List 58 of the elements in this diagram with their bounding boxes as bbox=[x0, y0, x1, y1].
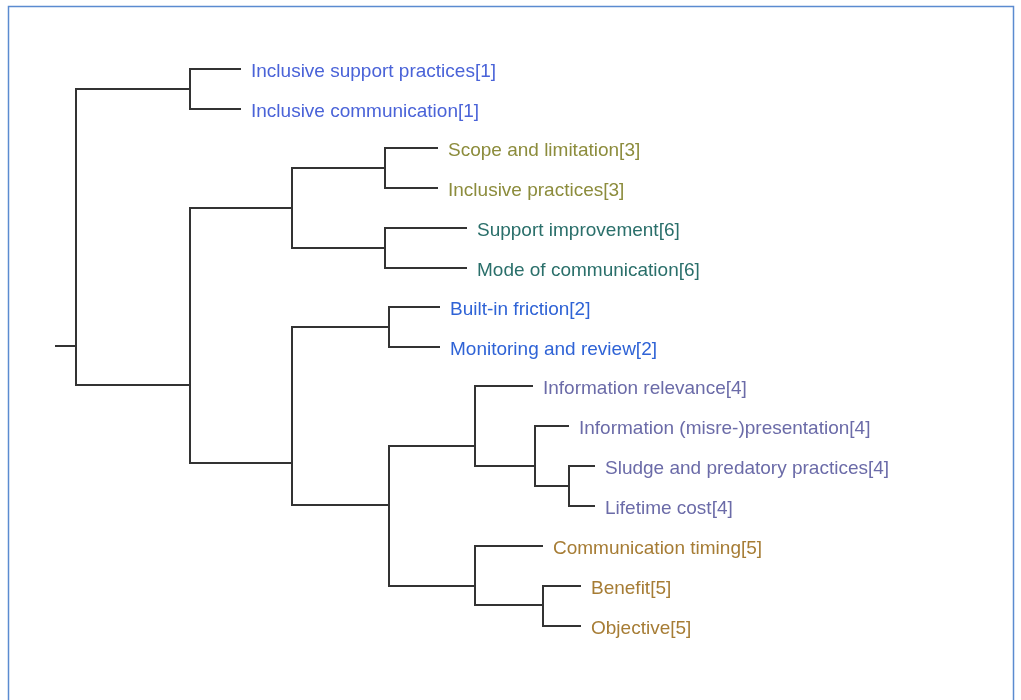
leaf-label: Scope and limitation[3] bbox=[438, 139, 641, 161]
tree-branch-line bbox=[474, 545, 544, 547]
tree-branch-line bbox=[568, 465, 596, 467]
tree-branch-line bbox=[534, 425, 570, 427]
tree-junction-line bbox=[291, 326, 293, 506]
tree-branch-line bbox=[388, 445, 475, 447]
tree-branch-line bbox=[474, 465, 535, 467]
tree-branch-line bbox=[54, 345, 76, 347]
tree-junction-line bbox=[474, 545, 476, 606]
tree-branch-line bbox=[474, 385, 534, 387]
tree-branch-line bbox=[542, 625, 582, 627]
tree-branch-line bbox=[75, 384, 190, 386]
tree-branch-line bbox=[189, 68, 242, 70]
leaf-label: Information (misre-)presentation[4] bbox=[569, 417, 871, 439]
tree-junction-line bbox=[189, 68, 191, 110]
tree-junction-line bbox=[534, 425, 536, 487]
tree-junction-line bbox=[388, 445, 390, 587]
tree-junction-line bbox=[384, 147, 386, 189]
tree-branch-line bbox=[474, 604, 543, 606]
leaf-label: Support improvement[6] bbox=[467, 219, 680, 241]
tree-branch-line bbox=[189, 108, 242, 110]
tree-branch-line bbox=[568, 505, 596, 507]
tree-junction-line bbox=[542, 585, 544, 627]
tree-branch-line bbox=[542, 585, 582, 587]
tree-junction-line bbox=[384, 227, 386, 269]
tree-branch-line bbox=[388, 585, 475, 587]
leaf-label: Built-in friction[2] bbox=[440, 298, 591, 320]
tree-branch-line bbox=[384, 227, 468, 229]
tree-branch-line bbox=[388, 346, 441, 348]
tree-branch-line bbox=[291, 326, 389, 328]
tree-junction-line bbox=[75, 88, 77, 386]
leaf-label: Inclusive communication[1] bbox=[241, 100, 480, 122]
leaf-label: Information relevance[4] bbox=[533, 377, 747, 399]
leaf-label: Benefit[5] bbox=[581, 577, 672, 599]
tree-branch-line bbox=[384, 147, 439, 149]
leaf-label: Inclusive support practices[1] bbox=[241, 60, 496, 82]
tree-branch-line bbox=[291, 504, 389, 506]
tree-branch-line bbox=[189, 462, 292, 464]
tree-branch-line bbox=[291, 167, 385, 169]
tree-branch-line bbox=[384, 187, 439, 189]
tree-branch-line bbox=[384, 267, 468, 269]
leaf-label: Inclusive practices[3] bbox=[438, 179, 625, 201]
leaf-label: Monitoring and review[2] bbox=[440, 338, 657, 360]
tree-branch-line bbox=[189, 207, 292, 209]
leaf-label: Mode of communication[6] bbox=[467, 259, 700, 281]
tree-branch-line bbox=[534, 485, 569, 487]
tree-branch-line bbox=[75, 88, 190, 90]
leaf-label: Objective[5] bbox=[581, 617, 692, 639]
tree-junction-line bbox=[568, 465, 570, 507]
tree-junction-line bbox=[388, 306, 390, 348]
leaf-label: Lifetime cost[4] bbox=[595, 497, 733, 519]
leaf-label: Communication timing[5] bbox=[543, 537, 763, 559]
leaf-label: Sludge and predatory practices[4] bbox=[595, 457, 890, 479]
tree-junction-line bbox=[189, 207, 191, 464]
tree-branch-line bbox=[388, 306, 441, 308]
tree-junction-line bbox=[474, 385, 476, 467]
tree-junction-line bbox=[291, 167, 293, 249]
tree-branch-line bbox=[291, 247, 385, 249]
